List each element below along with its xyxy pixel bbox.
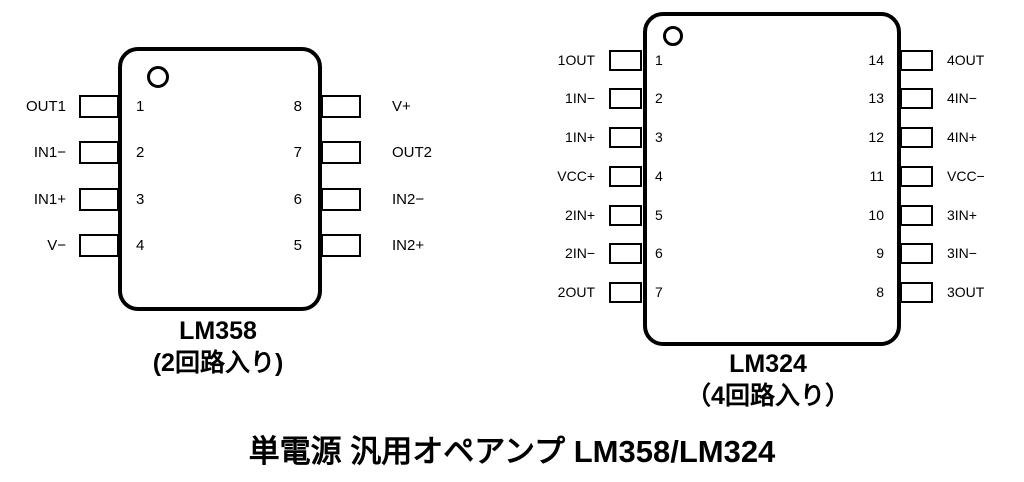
pin-lead — [79, 234, 119, 257]
pin-lead — [609, 50, 642, 71]
pin-lead — [900, 50, 933, 71]
pin-lead — [900, 205, 933, 226]
pin-number: 3 — [655, 129, 663, 145]
pin-lead — [900, 166, 933, 187]
pin-number: 1 — [655, 52, 663, 68]
pin-number: 7 — [293, 144, 302, 161]
lm358-package-outline — [118, 47, 322, 311]
pin-number: 7 — [655, 284, 663, 300]
pin-label: 1OUT — [557, 52, 595, 68]
pin-label: IN1+ — [33, 191, 66, 208]
pin-label: V− — [47, 237, 66, 254]
chip-name-lm358: LM358 — [179, 317, 257, 345]
pin-label: 4IN− — [947, 90, 977, 106]
chip-lm324: 1OUT 1 14 4OUT 1IN− 2 13 4IN− 1IN+ 3 12 … — [512, 0, 1024, 430]
pin-label: 3OUT — [947, 284, 985, 300]
pin-number: 8 — [293, 98, 302, 115]
pin-label: V+ — [392, 98, 411, 115]
pin-number: 6 — [293, 191, 302, 208]
pin-number: 2 — [655, 90, 663, 106]
pin-lead — [900, 127, 933, 148]
pin-label: 4OUT — [947, 52, 985, 68]
pin-lead — [321, 234, 361, 257]
pin-number: 3 — [136, 191, 145, 208]
pin-lead — [900, 282, 933, 303]
pin-number: 5 — [293, 237, 302, 254]
pin-lead — [609, 127, 642, 148]
lm324-package-outline — [643, 12, 901, 346]
lm324-pin1-index-dot-icon — [663, 26, 683, 46]
pin-label: 3IN+ — [947, 207, 977, 223]
chip-variant-note-lm358: (2回路入り) — [152, 349, 284, 377]
pin-lead — [900, 243, 933, 264]
chip-lm358: OUT1 1 8 V+ IN1− 2 7 OUT2 IN1+ 3 6 IN2− … — [0, 0, 512, 430]
pin-label: 1IN− — [565, 90, 595, 106]
pin-number: 2 — [136, 144, 145, 161]
pin-label: VCC− — [947, 168, 985, 184]
pin-number: 5 — [655, 207, 663, 223]
pin-label: VCC+ — [557, 168, 595, 184]
pin-label: 2IN+ — [565, 207, 595, 223]
pin-label: IN1− — [33, 144, 66, 161]
lm358-pin1-index-dot-icon — [147, 66, 169, 88]
pin-lead — [321, 95, 361, 118]
pin-label: 3IN− — [947, 245, 977, 261]
pin-label: 2IN− — [565, 245, 595, 261]
pin-lead — [79, 141, 119, 164]
chip-variant-note-lm324: （4回路入り） — [686, 382, 850, 410]
pin-label: 4IN+ — [947, 129, 977, 145]
pin-number: 4 — [655, 168, 663, 184]
pin-number: 4 — [136, 237, 145, 254]
pin-number: 9 — [876, 245, 884, 261]
pin-number: 11 — [869, 168, 884, 184]
page-title: 単電源 汎用オペアンプ LM358/LM324 — [248, 434, 776, 469]
pin-number: 14 — [868, 52, 884, 68]
pin-lead — [609, 243, 642, 264]
pin-lead — [609, 88, 642, 109]
pin-label: OUT2 — [392, 144, 433, 161]
pin-number: 12 — [868, 129, 884, 145]
pin-label: 2OUT — [557, 284, 595, 300]
pin-lead — [609, 282, 642, 303]
pin-number: 10 — [868, 207, 884, 223]
pin-number: 6 — [655, 245, 663, 261]
pin-lead — [609, 166, 642, 187]
pin-lead — [79, 188, 119, 211]
pin-lead — [321, 188, 361, 211]
chip-name-lm324: LM324 — [729, 350, 807, 378]
pin-lead — [900, 88, 933, 109]
pin-label: OUT1 — [25, 98, 66, 115]
pin-lead — [321, 141, 361, 164]
pin-lead — [79, 95, 119, 118]
pin-label: 1IN+ — [565, 129, 595, 145]
pin-label: IN2− — [392, 191, 425, 208]
pin-number: 8 — [876, 284, 884, 300]
pin-lead — [609, 205, 642, 226]
pin-number: 13 — [868, 90, 884, 106]
pin-number: 1 — [136, 98, 145, 115]
pin-label: IN2+ — [392, 237, 425, 254]
